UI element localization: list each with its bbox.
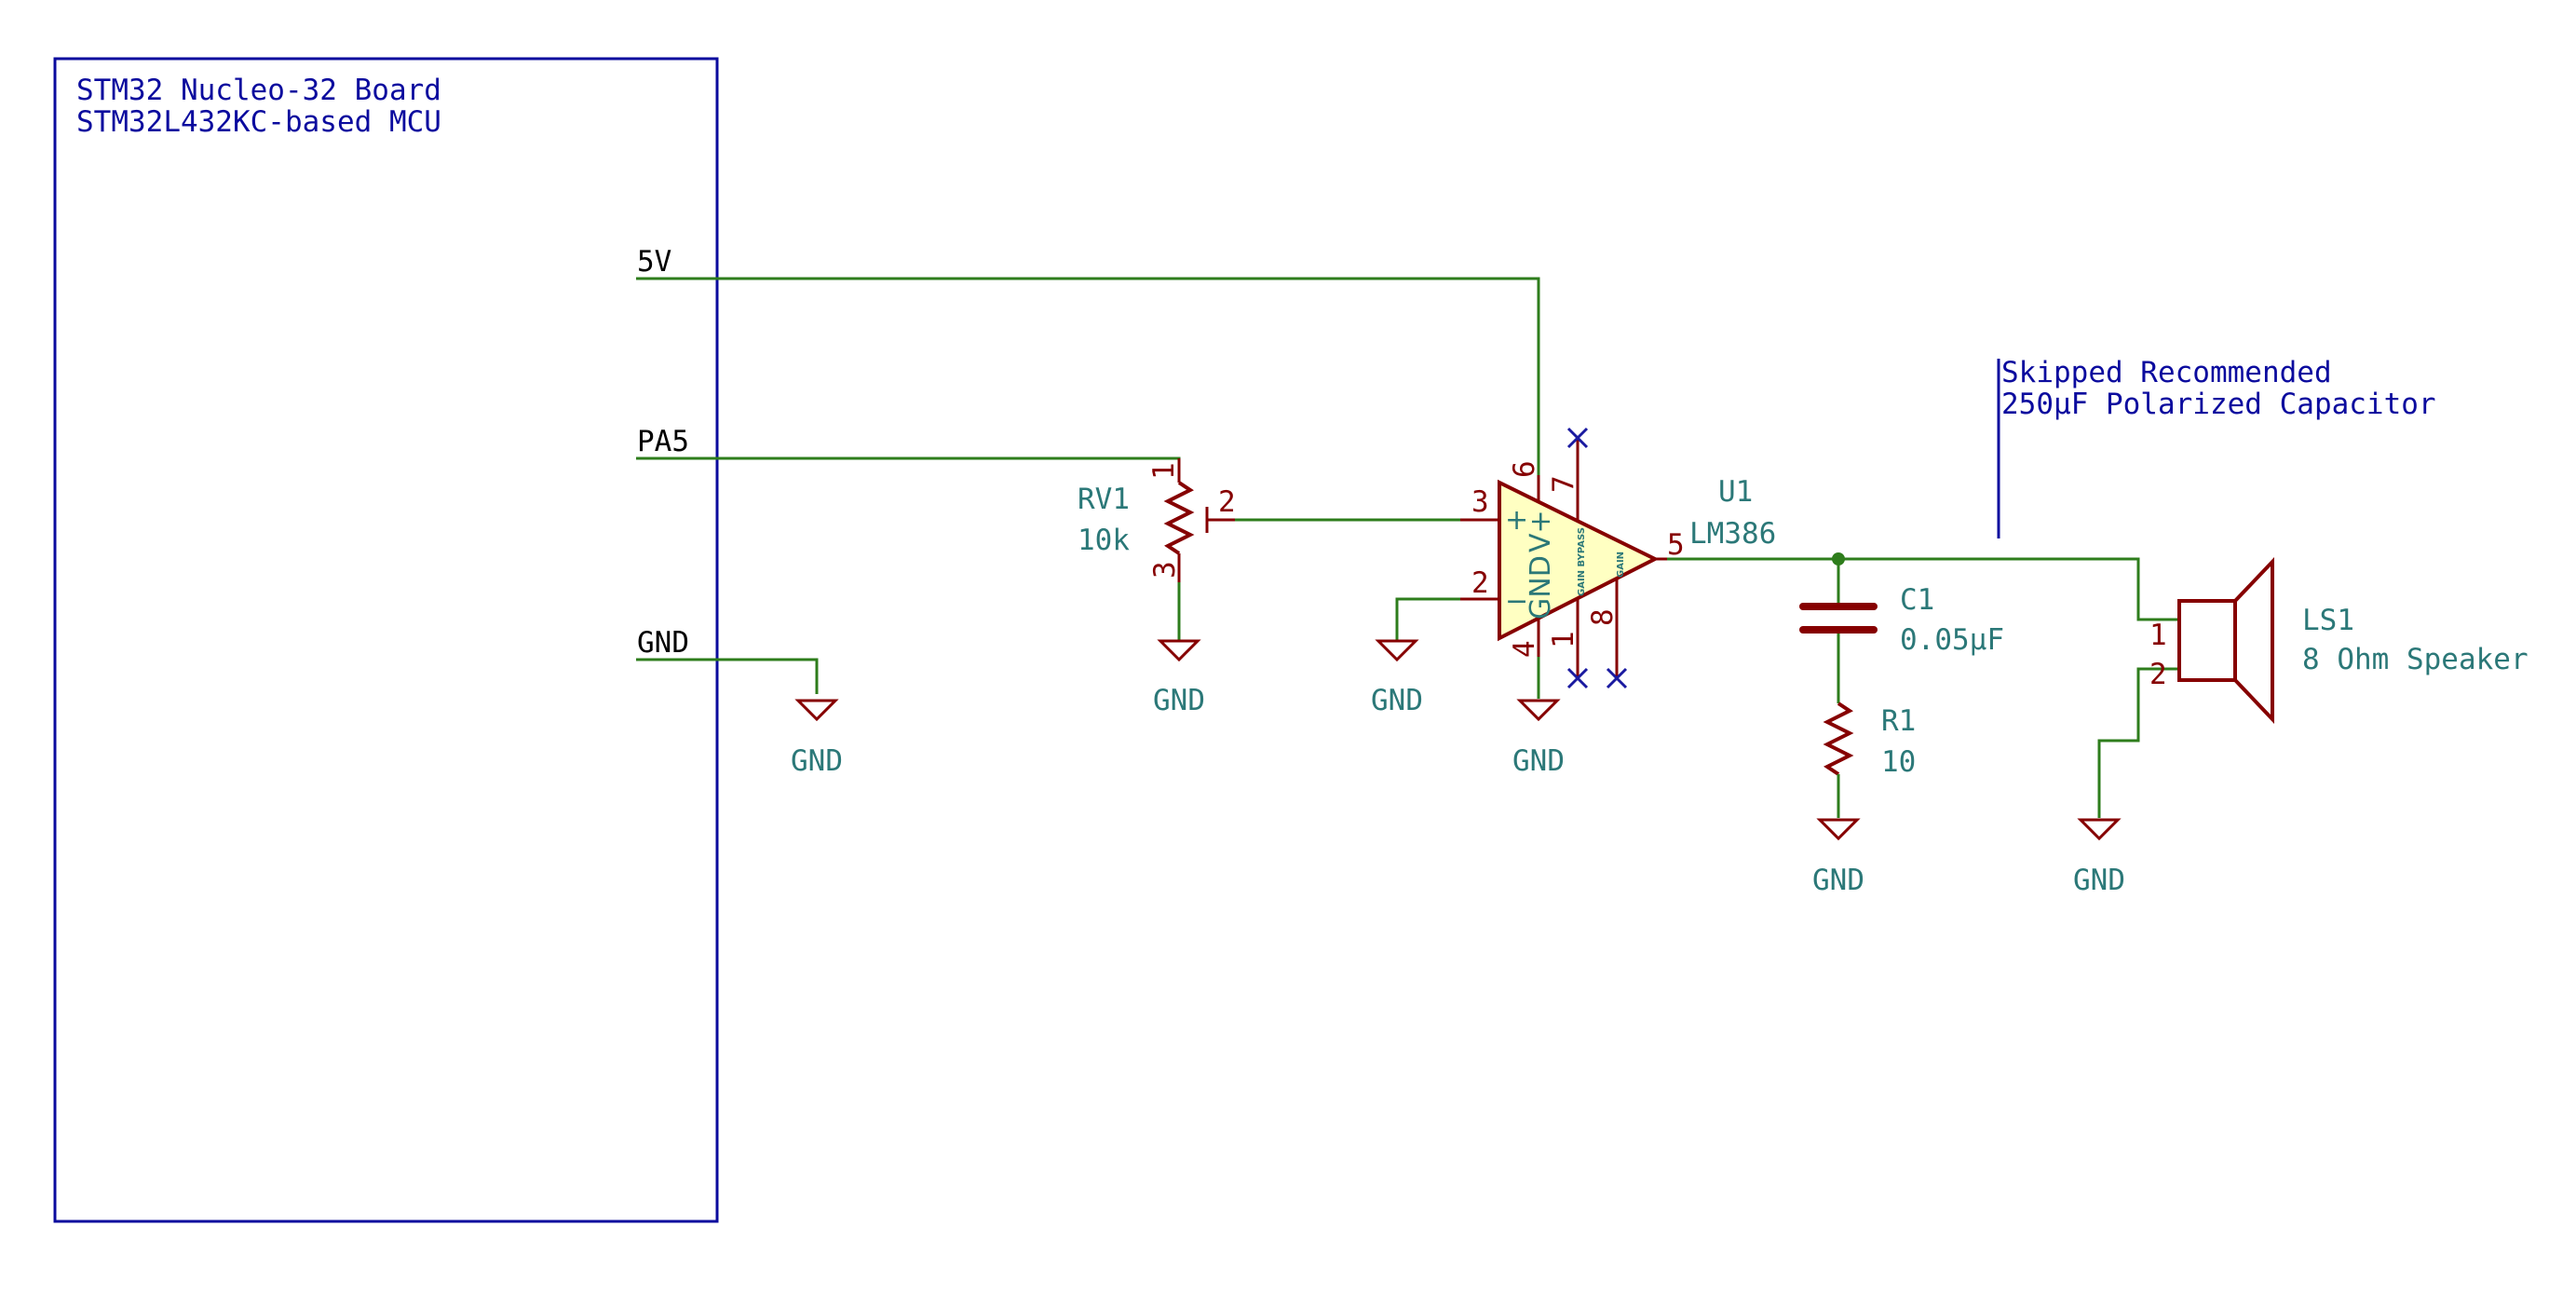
ground-mcu: GND bbox=[791, 699, 843, 778]
mcu-board-outline bbox=[53, 57, 719, 1223]
wire-mcu-gnd bbox=[636, 658, 819, 694]
ground-u1-triangle bbox=[1516, 699, 1561, 722]
ground-mcu-label: GND bbox=[791, 744, 843, 778]
wires bbox=[636, 277, 2179, 818]
potentiometer-rv1: 1 2 3 RV1 10k bbox=[1078, 458, 1236, 582]
u1-minus-sign: − bbox=[1505, 585, 1528, 618]
r1-reference: R1 bbox=[1881, 704, 1916, 738]
u1-value: LM386 bbox=[1689, 517, 1776, 551]
u1-plus-sign: + bbox=[1505, 504, 1528, 537]
net-label-pa5: PA5 bbox=[637, 425, 689, 458]
ground-speaker: GND bbox=[2073, 818, 2125, 897]
resistor-r1: R1 10 bbox=[1823, 702, 1916, 818]
r1-value: 10 bbox=[1881, 745, 1916, 779]
rv1-pin3-number: 3 bbox=[1148, 561, 1182, 579]
ground-u1: GND bbox=[1512, 699, 1565, 778]
ls1-cone bbox=[2233, 557, 2274, 724]
ground-rv1: GND bbox=[1153, 639, 1205, 717]
no-connect-pin8 bbox=[1606, 667, 1628, 689]
u1-vplus-pin-label: V+ bbox=[1525, 510, 1557, 552]
note-line2: 250µF Polarized Capacitor bbox=[2001, 388, 2436, 421]
ground-inverting-label: GND bbox=[1371, 684, 1423, 717]
r1-resistor-zigzag bbox=[1823, 702, 1854, 776]
u1-pin7-number: 7 bbox=[1547, 475, 1580, 493]
net-label-5v: 5V bbox=[637, 245, 671, 279]
ground-r1-label: GND bbox=[1812, 864, 1864, 897]
ls1-pin2-number: 2 bbox=[2149, 658, 2167, 691]
ground-rv1-triangle bbox=[1157, 639, 1201, 662]
u1-pin1-number: 1 bbox=[1547, 631, 1580, 648]
u1-gain-label: GAIN bbox=[1616, 552, 1626, 578]
mcu-board: STM32 Nucleo-32 Board STM32L432KC-based … bbox=[53, 57, 719, 1223]
amplifier-u1: + − GND V+ GAIN BYPASS GAIN 3 2 6 7 4 1 … bbox=[1460, 438, 1776, 678]
wire-speaker-gnd bbox=[2097, 667, 2179, 818]
ground-mcu-triangle bbox=[794, 699, 839, 722]
output-junction bbox=[1832, 552, 1845, 565]
design-note: Skipped Recommended 250µF Polarized Capa… bbox=[1997, 356, 2436, 538]
rv1-pin1-number: 1 bbox=[1147, 462, 1181, 480]
ls1-magnet-box bbox=[2177, 599, 2237, 682]
net-label-gnd: GND bbox=[637, 626, 689, 660]
u1-triangle-body bbox=[1498, 479, 1660, 642]
u1-pin5-number: 5 bbox=[1667, 528, 1685, 562]
mcu-title-line2: STM32L432KC-based MCU bbox=[76, 105, 441, 139]
rv1-pin2-number: 2 bbox=[1218, 485, 1236, 519]
rv1-value: 10k bbox=[1078, 524, 1130, 557]
u1-reference: U1 bbox=[1718, 475, 1753, 509]
u1-pin3-number: 3 bbox=[1471, 485, 1489, 519]
ls1-value: 8 Ohm Speaker bbox=[2302, 643, 2529, 676]
no-connect-pin7 bbox=[1566, 427, 1589, 449]
ground-inverting-triangle bbox=[1375, 639, 1419, 662]
ls1-pin1-number: 1 bbox=[2149, 619, 2167, 652]
u1-gain-bypass-label: GAIN BYPASS bbox=[1577, 527, 1587, 596]
u1-pin8-number: 8 bbox=[1586, 608, 1620, 626]
wire-inverting-gnd bbox=[1395, 597, 1490, 641]
ground-speaker-triangle bbox=[2077, 818, 2122, 841]
ground-symbols: GND GND GND GND GND GND bbox=[791, 639, 2125, 897]
wire-output bbox=[1665, 557, 2179, 621]
rv1-resistor-zigzag bbox=[1163, 481, 1195, 555]
c1-value: 0.05µF bbox=[1900, 623, 2004, 657]
ls1-reference: LS1 bbox=[2302, 604, 2354, 637]
capacitor-c1: C1 0.05µF bbox=[1799, 583, 2004, 657]
ground-u1-label: GND bbox=[1512, 744, 1565, 778]
u1-pin6-number: 6 bbox=[1508, 460, 1541, 478]
ground-r1-triangle bbox=[1816, 818, 1861, 841]
ground-inverting: GND bbox=[1371, 639, 1423, 717]
c1-reference: C1 bbox=[1900, 583, 1934, 617]
wire-5v bbox=[636, 277, 1540, 475]
note-line1: Skipped Recommended bbox=[2001, 356, 2332, 389]
speaker-ls1: 1 2 LS1 8 Ohm Speaker bbox=[2149, 557, 2529, 724]
u1-pin4-number: 4 bbox=[1508, 640, 1541, 658]
ground-speaker-label: GND bbox=[2073, 864, 2125, 897]
no-connect-pin1 bbox=[1566, 667, 1589, 689]
ground-r1: GND bbox=[1812, 818, 1864, 897]
mcu-title-line1: STM32 Nucleo-32 Board bbox=[76, 74, 441, 107]
rv1-reference: RV1 bbox=[1078, 483, 1130, 516]
u1-gnd-pin-label: GND bbox=[1525, 555, 1557, 620]
u1-pin2-number: 2 bbox=[1471, 566, 1489, 600]
no-connect-markers bbox=[1566, 427, 1628, 689]
ground-rv1-label: GND bbox=[1153, 684, 1205, 717]
